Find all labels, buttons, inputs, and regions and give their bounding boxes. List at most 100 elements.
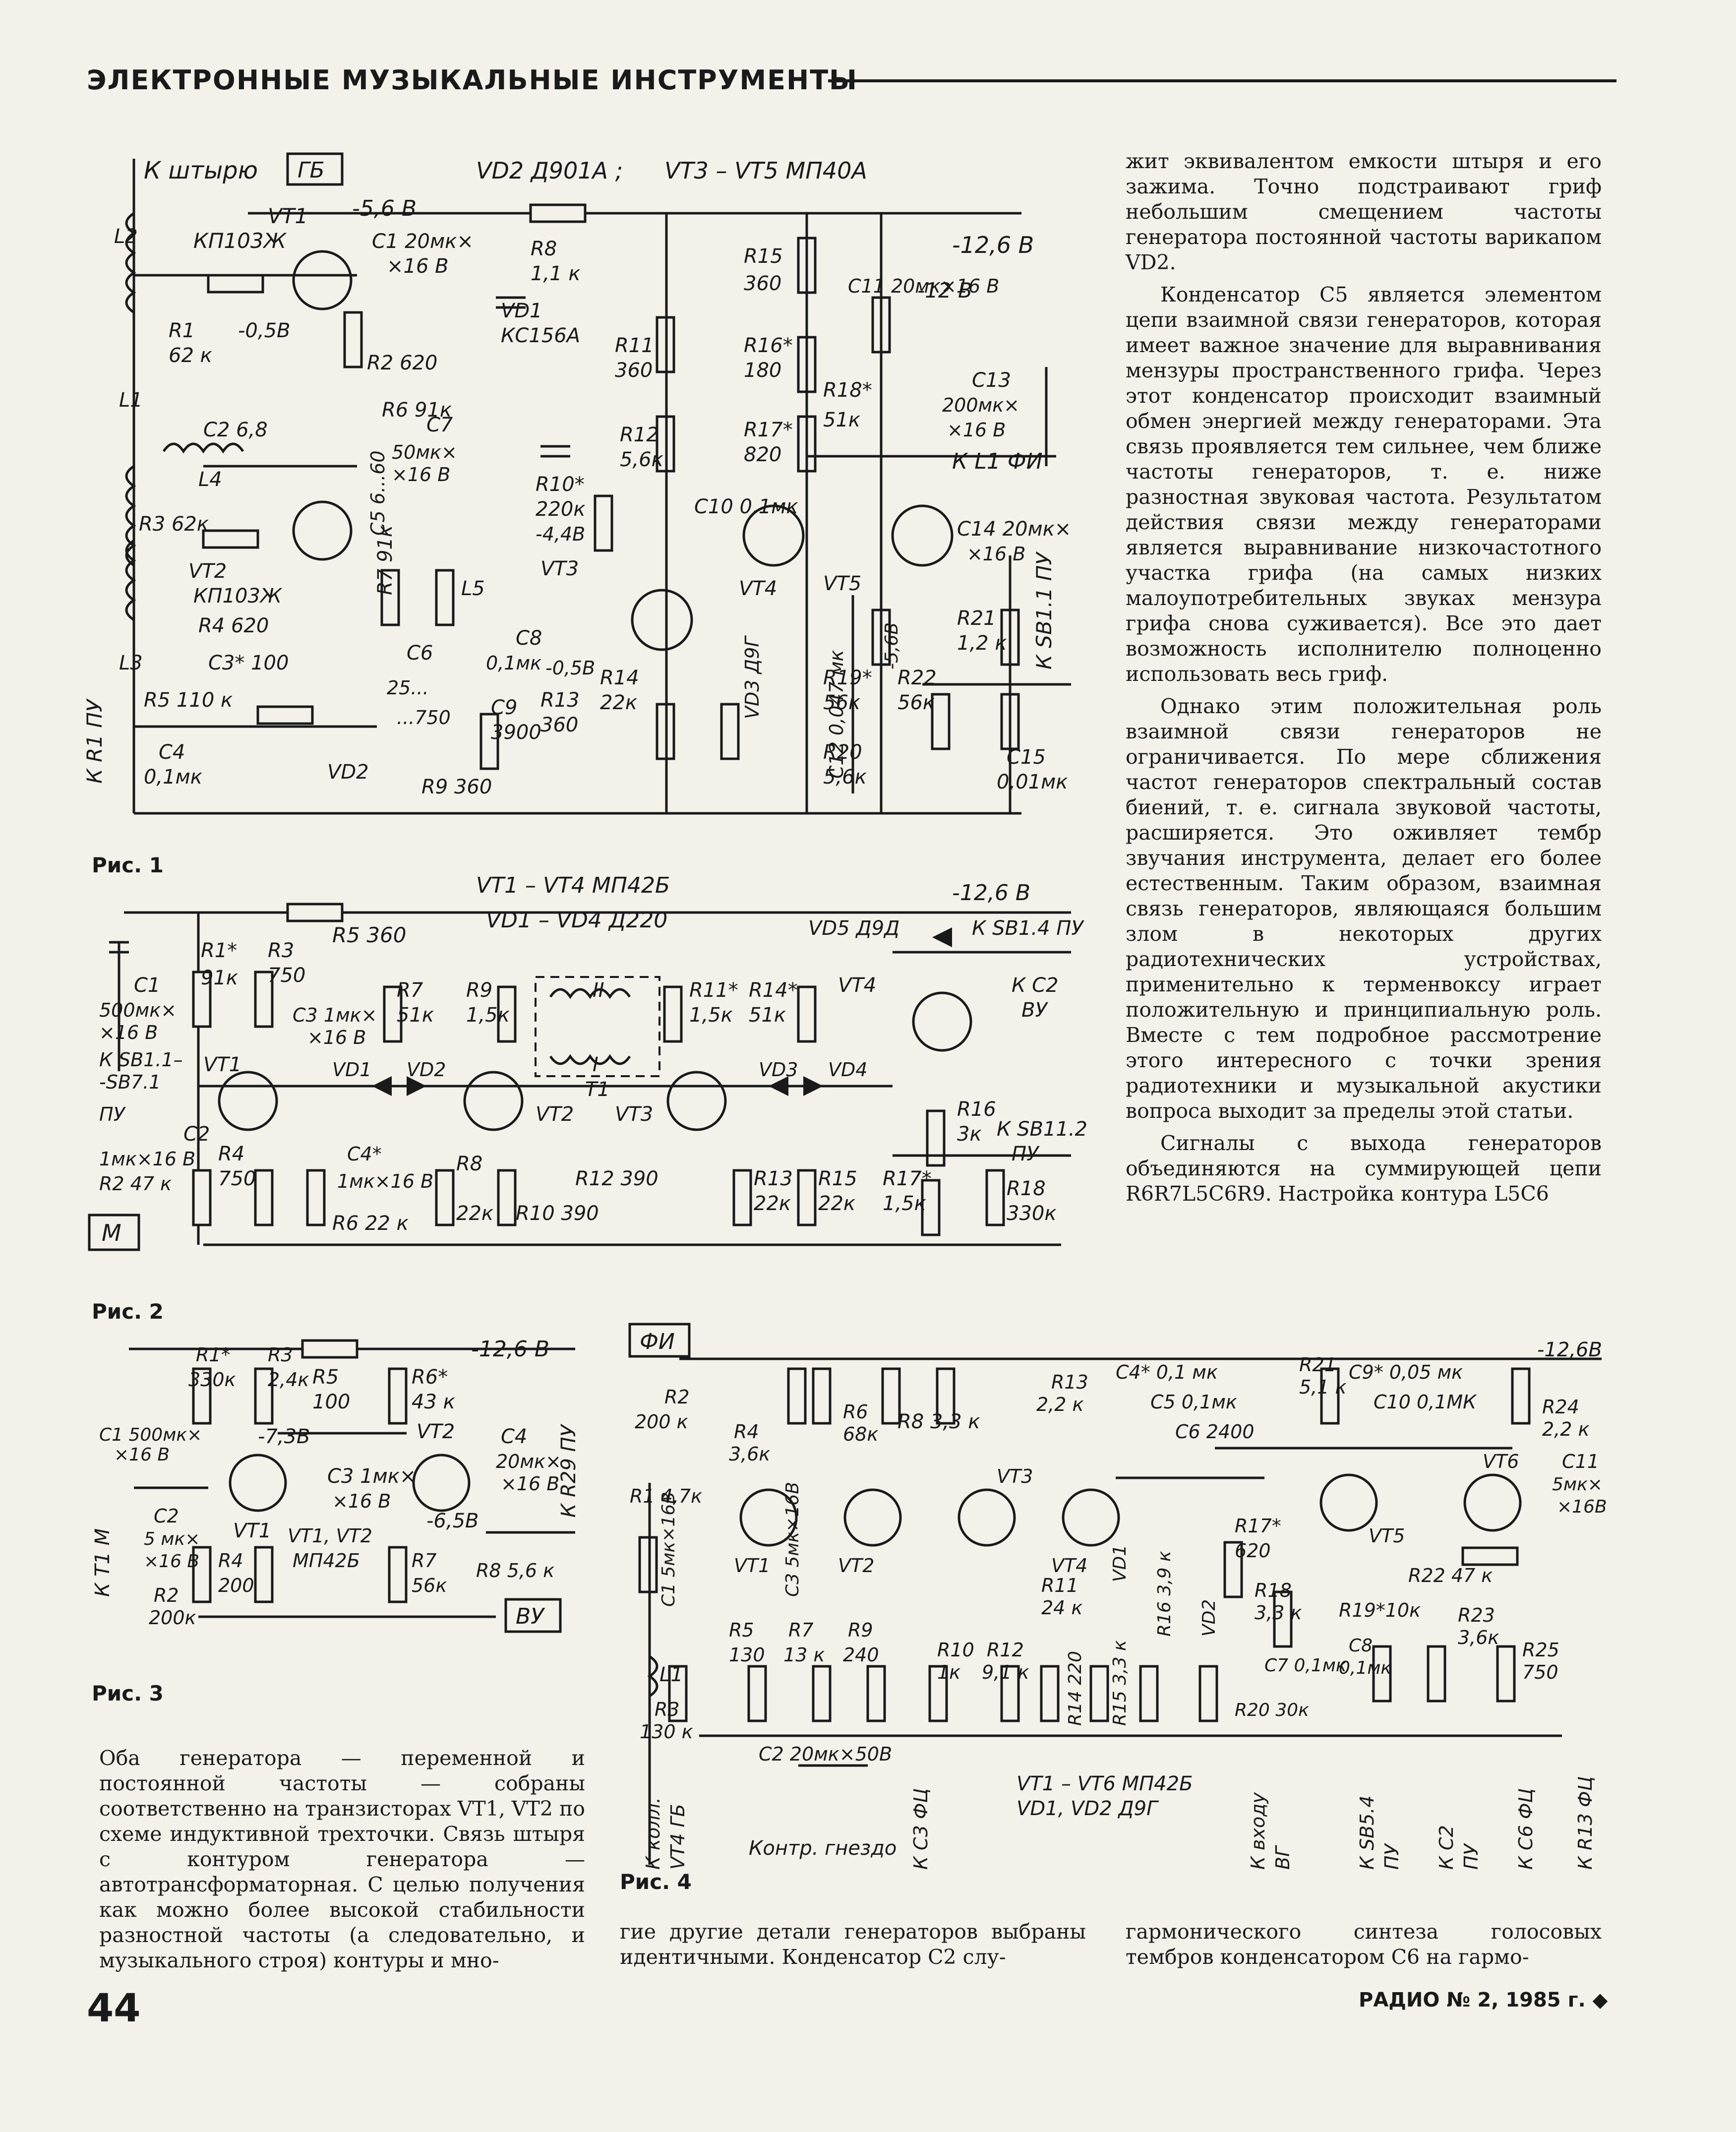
fig1-r10: R10*: [536, 473, 585, 496]
fig4-r5v: 130: [729, 1644, 765, 1666]
fig4-r5: R5: [729, 1619, 754, 1641]
fig4-vt4: VT4: [1051, 1555, 1087, 1577]
fig2-vt4: VT4: [838, 974, 876, 997]
fig4-pu2: ПУ: [1460, 1842, 1482, 1870]
fig3-c1b: ×16 В: [114, 1445, 170, 1465]
fig4-r6v: 68к: [843, 1423, 878, 1445]
fig3-r3v: 2,4к: [268, 1369, 309, 1391]
fig2-vt2: VT2: [536, 1103, 574, 1126]
fig2-r12: R12 390: [575, 1167, 658, 1190]
fig1-l3: L3: [119, 652, 143, 674]
fig4-fi-box: ФИ: [640, 1329, 675, 1354]
fig4-kc6: К С6 ФЦ: [1515, 1788, 1537, 1870]
fig4-r17: R17*: [1235, 1515, 1281, 1537]
fig1-r11v: 360: [615, 359, 653, 382]
fig1-r7: R7 91к: [374, 525, 397, 595]
fig4-c8v: 0,1мк: [1339, 1658, 1391, 1678]
fig2-vt-list: VT1 – VT4 МП42Б: [476, 873, 670, 898]
fig2-vt3: VT3: [615, 1103, 653, 1126]
fig2-c3: С3 1мк×: [293, 1004, 377, 1026]
fig3-r2v: 200к: [149, 1607, 196, 1629]
fig3-mp: МП42Б: [293, 1550, 360, 1572]
fig2-r16: R16: [957, 1098, 996, 1121]
fig1-c7v: 50мк×: [392, 441, 457, 463]
fig1-r21v: 1,2 к: [957, 632, 1007, 655]
fig1-r20v: 5,6к: [823, 766, 867, 789]
page-number: 44: [87, 1986, 141, 2031]
fig2-r4: R4: [218, 1143, 244, 1165]
fig1-vd3: VD3 Д9Г: [741, 635, 763, 719]
bottom-column-1: Оба генератора — переменной и постоянной…: [99, 1746, 585, 1973]
fig3-r6: R6*: [412, 1366, 448, 1389]
fig4-r25v: 750: [1522, 1661, 1558, 1683]
fig1-r6: R6 91к: [382, 399, 452, 422]
fig1-v05: -0,5В: [238, 319, 291, 342]
fig1-r11: R11: [615, 334, 654, 357]
paragraph: гие другие детали генераторов выбраны ид…: [620, 1920, 1086, 1969]
fig3-c4b: ×16 В: [501, 1473, 559, 1495]
fig2-c1v: 500мк×: [99, 999, 177, 1021]
fig1-r19v: 56к: [823, 691, 860, 714]
fig4-r19: R19*10к: [1339, 1599, 1421, 1621]
figure-2-caption: Рис. 2: [92, 1299, 164, 1324]
fig1-c10: С10 0,1мк: [694, 495, 798, 518]
fig3-kt1: К Т1 М: [91, 1528, 114, 1597]
fig3-r1: R1*: [196, 1344, 231, 1366]
fig4-r18: R18: [1255, 1580, 1292, 1601]
fig2-vd4: VD4: [828, 1059, 867, 1081]
fig1-r8: R8: [531, 238, 557, 260]
fig1-v12: -12 В: [917, 278, 972, 303]
paragraph: Сигналы с выхода генераторов объединяютс…: [1126, 1131, 1602, 1206]
fig2-r18v: 330к: [1007, 1202, 1057, 1225]
fig2-c1b: ×16 В: [99, 1022, 158, 1043]
fig1-l1: L1: [119, 389, 143, 412]
fig2-vu: ВУ: [1021, 999, 1048, 1022]
fig4-c11b: ×16В: [1557, 1497, 1607, 1517]
fig4-kc3: К С3 ФЦ: [910, 1788, 932, 1870]
fig4-vg: ВГ: [1272, 1845, 1294, 1870]
fig4-r12: R12: [987, 1639, 1024, 1661]
fig1-r15v: 360: [744, 272, 781, 295]
fig1-c4v: 0,1мк: [144, 766, 202, 789]
fig2-kc2: К С2: [1012, 974, 1059, 997]
fig2-c3b: ×16 В: [307, 1027, 366, 1048]
bottom-column-2: гие другие детали генераторов выбраны ид…: [620, 1919, 1086, 1970]
fig1-r17v: 820: [744, 443, 781, 466]
fig1-r18v: 51к: [823, 409, 860, 431]
fig2-r8: R8: [456, 1153, 482, 1175]
fig1-r10v: 220к: [536, 498, 586, 521]
fig4-r11: R11: [1041, 1575, 1078, 1596]
header-rule: [828, 79, 1616, 82]
fig2-r16v: 3к: [957, 1123, 982, 1146]
fig2-r2: R2 47 к: [99, 1173, 172, 1195]
fig4-c2: С2 20мк×50В: [759, 1743, 892, 1765]
fig1-c8v: 0,1мк: [486, 652, 541, 674]
fig2-vd3: VD3: [759, 1059, 798, 1081]
fig1-r15: R15: [744, 245, 783, 268]
fig3-kr29: К R29 ПУ: [557, 1423, 580, 1518]
fig2-vt1: VT1: [203, 1053, 241, 1076]
fig1-v56b: -5,6В: [882, 622, 902, 670]
fig4-r2: R2: [664, 1386, 690, 1408]
fig3-vtl: VT1, VT2: [288, 1525, 372, 1547]
fig1-r13: R13: [540, 689, 580, 712]
fig2-r13: R13: [754, 1167, 793, 1190]
fig4-r6: R6: [843, 1401, 868, 1423]
fig3-c2b: ×16 В: [144, 1551, 199, 1572]
fig4-vt2: VT2: [838, 1555, 874, 1577]
fig1-v56: -5,6 В: [352, 196, 417, 221]
fig4-r22: R22 47 к: [1408, 1565, 1493, 1586]
fig4-r3v: 130 к: [640, 1721, 693, 1743]
fig4-c3: С3 5мк×16В: [782, 1482, 803, 1597]
fig1-c11: С11 20мк×16 В: [848, 275, 999, 297]
fig1-r18: R18*: [823, 379, 872, 402]
fig2-v126: -12,6 В: [952, 880, 1030, 906]
fig4-kr13: К R13 ФЦ: [1574, 1776, 1596, 1870]
fig1-vt2: VT2: [188, 560, 227, 583]
fig1-c14: С14 20мк×: [957, 518, 1071, 541]
fig1-c6: С6: [407, 642, 433, 665]
fig4-r12v: 9,1 к: [982, 1661, 1029, 1683]
fig1-r8v: 1,1 к: [531, 262, 581, 285]
fig4-c8: С8: [1349, 1636, 1373, 1656]
fig1-vd2-type: VD2 Д901А ;: [476, 157, 623, 184]
